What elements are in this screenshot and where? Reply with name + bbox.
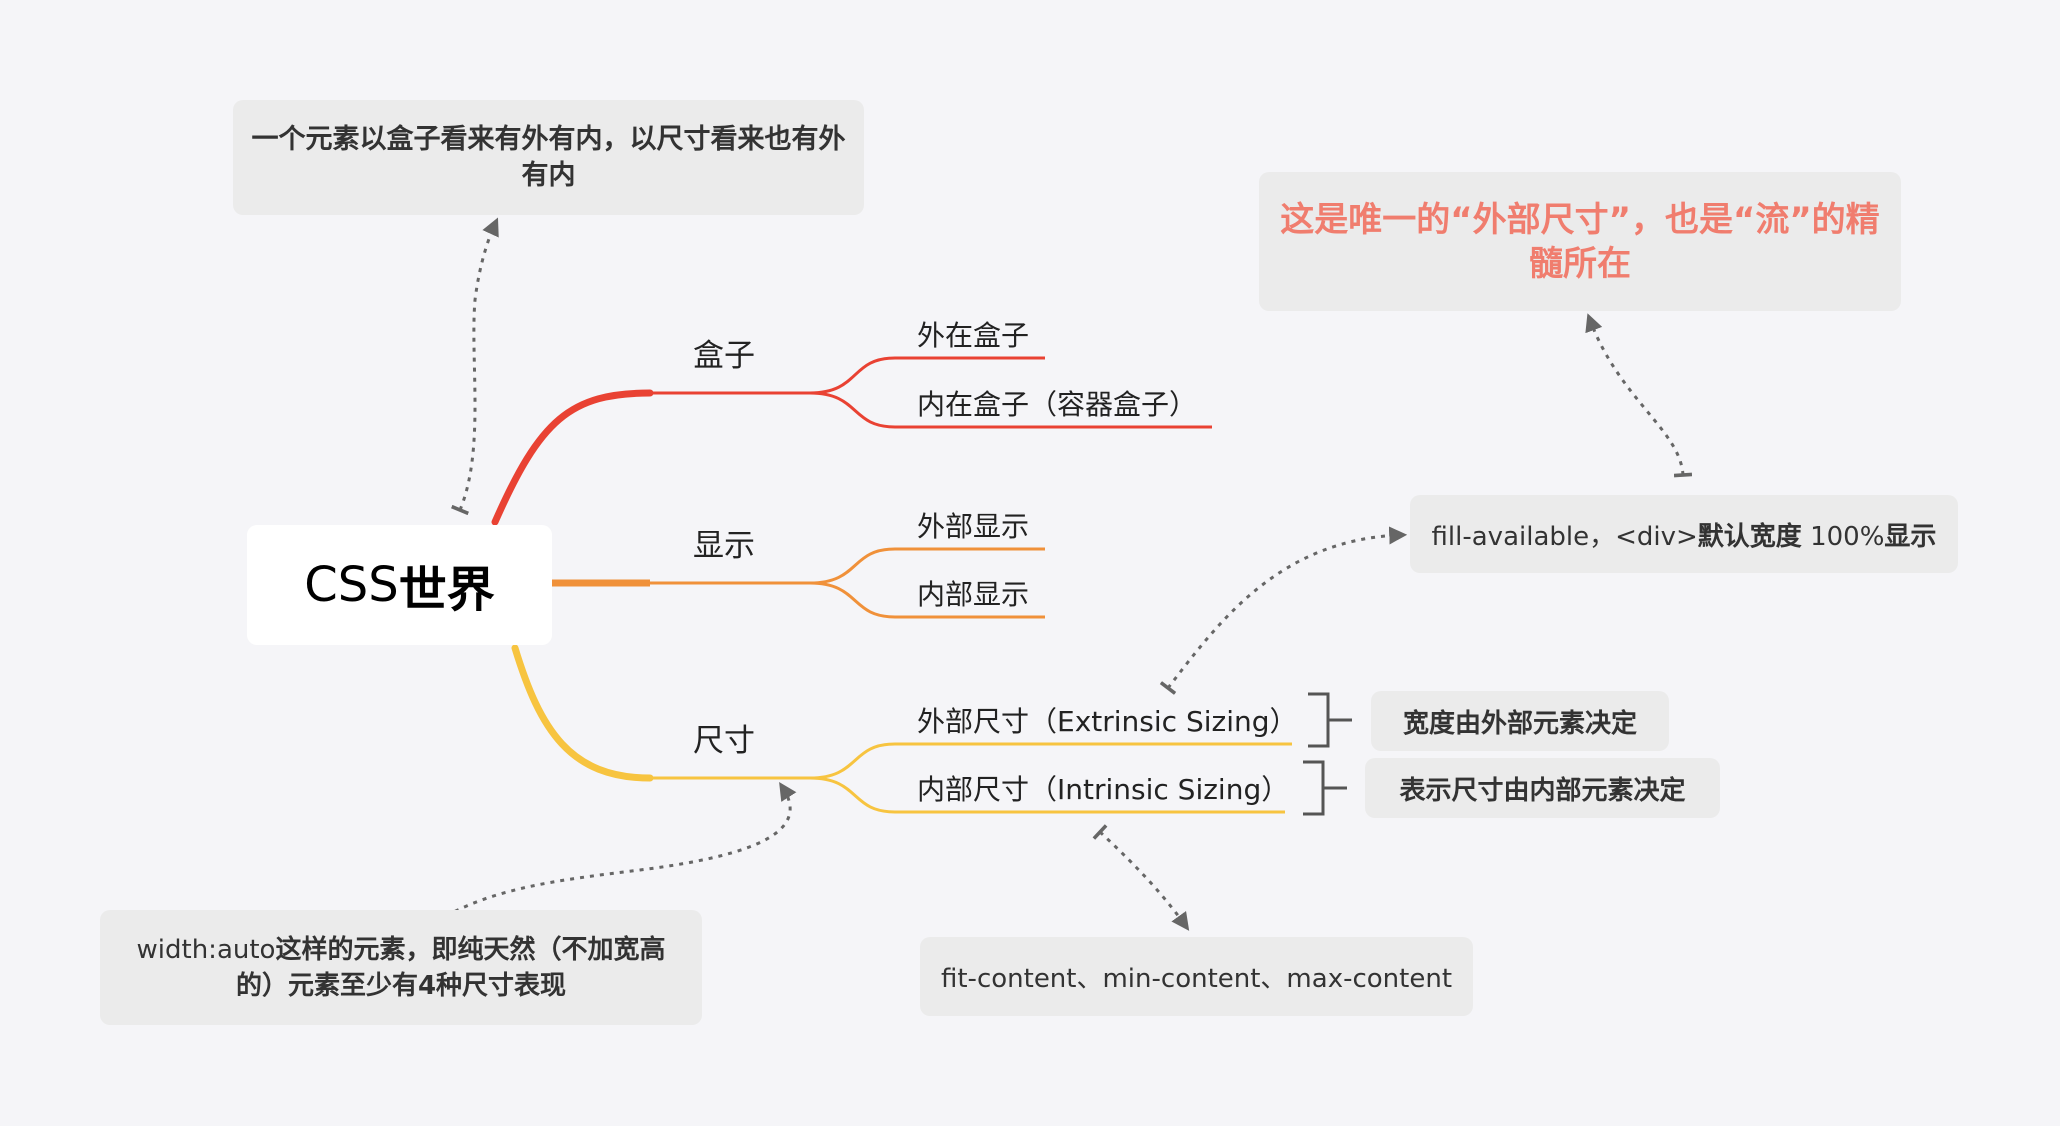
summary-bracket-extrinsic	[1308, 692, 1352, 748]
flow-note-text: 这是唯一的“外部尺寸”，也是“流”的精髓所在	[1280, 199, 1880, 284]
branch-display[interactable]: 显示	[693, 528, 755, 564]
relation-fill-to-flow-note	[1585, 313, 1693, 478]
extrinsic-summary-text: 宽度由外部元素决定	[1402, 708, 1637, 739]
summary-bracket-intrinsic	[1303, 760, 1347, 816]
connector-box-outer	[809, 356, 1045, 395]
box-note[interactable]: 一个元素以盒子看来有外有内，以尺寸看来也有外有内	[233, 100, 864, 215]
content-keywords-note[interactable]: fit-content、min-content、max-content	[920, 937, 1473, 1016]
central-topic-suffix: 世界	[398, 562, 495, 618]
connector-size-extrinsic	[809, 742, 1292, 780]
connector-display-inner	[809, 581, 1045, 619]
relation-extrinsic-to-fill	[1159, 526, 1408, 695]
leaf-display-inner[interactable]: 内部显示	[917, 578, 1030, 611]
extrinsic-summary[interactable]: 宽度由外部元素决定	[1371, 691, 1669, 751]
intrinsic-summary[interactable]: 表示尺寸由内部元素决定	[1365, 758, 1720, 818]
leaf-box-outer[interactable]: 外在盒子	[917, 319, 1030, 352]
relation-intrinsic-to-keywords	[1092, 824, 1190, 931]
leaf-size-intrinsic[interactable]: 内部尺寸（Intrinsic Sizing）	[917, 773, 1290, 806]
box-note-text: 一个元素以盒子看来有外有内，以尺寸看来也有外有内	[251, 123, 846, 191]
relation-root-to-box-note	[450, 217, 499, 516]
branch-box[interactable]: 盒子	[693, 338, 755, 374]
connector-root-box	[491, 389, 654, 526]
fill-available-note[interactable]: fill-available，<div>默认宽度 100%显示	[1410, 495, 1958, 573]
central-topic-prefix: CSS	[304, 557, 399, 613]
leaf-display-outer[interactable]: 外部显示	[917, 510, 1030, 543]
fill-available-text: fill-available，<div>默认宽度 100%显示	[1431, 521, 1937, 552]
width-auto-note[interactable]: width:auto这样的元素，即纯天然（不加宽高的）元素至少有4种尺寸表现	[100, 910, 702, 1025]
connector-box-inner	[809, 391, 1212, 429]
connector-root-size	[511, 644, 654, 782]
leaf-size-extrinsic[interactable]: 外部尺寸（Extrinsic Sizing）	[917, 705, 1298, 738]
leaf-box-inner[interactable]: 内在盒子（容器盒子）	[917, 388, 1198, 421]
relation-size-to-width-auto	[419, 781, 797, 935]
flow-note[interactable]: 这是唯一的“外部尺寸”，也是“流”的精髓所在	[1259, 172, 1901, 311]
connector-size-intrinsic	[809, 776, 1285, 814]
width-auto-text: width:auto这样的元素，即纯天然（不加宽高的）元素至少有4种尺寸表现	[136, 934, 666, 1001]
content-keywords-text: fit-content、min-content、max-content	[940, 964, 1453, 994]
connector-display-outer	[809, 547, 1045, 585]
branch-size[interactable]: 尺寸	[693, 723, 755, 759]
intrinsic-summary-text: 表示尺寸由内部元素决定	[1399, 775, 1686, 806]
